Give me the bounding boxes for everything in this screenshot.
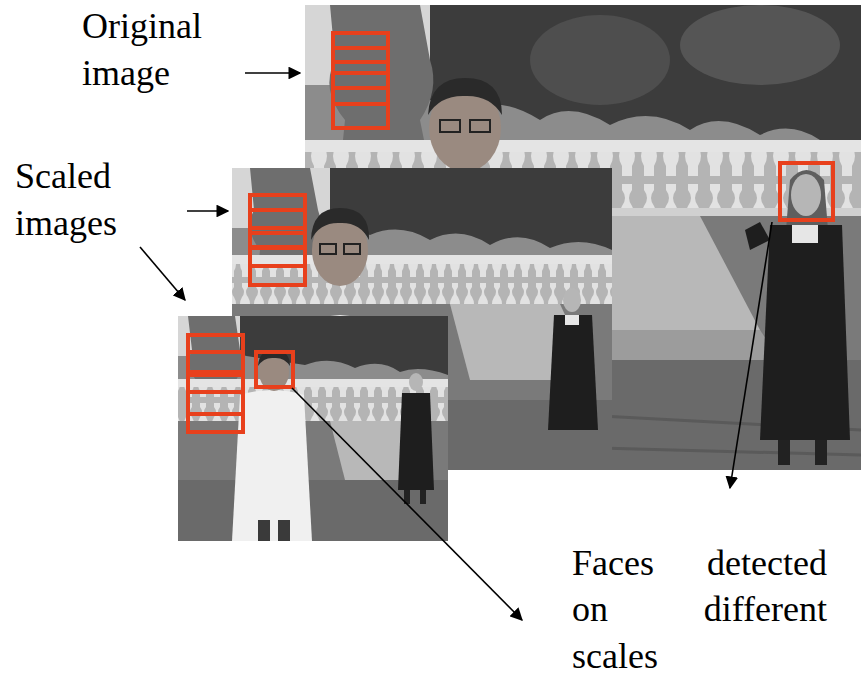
leader-arrows [140, 73, 772, 620]
caption-label: Faces detected on different scales [572, 540, 827, 680]
caption-label: Scaled images [15, 153, 180, 247]
scaled-photo [178, 316, 448, 541]
caption-label: Original image [82, 3, 247, 97]
